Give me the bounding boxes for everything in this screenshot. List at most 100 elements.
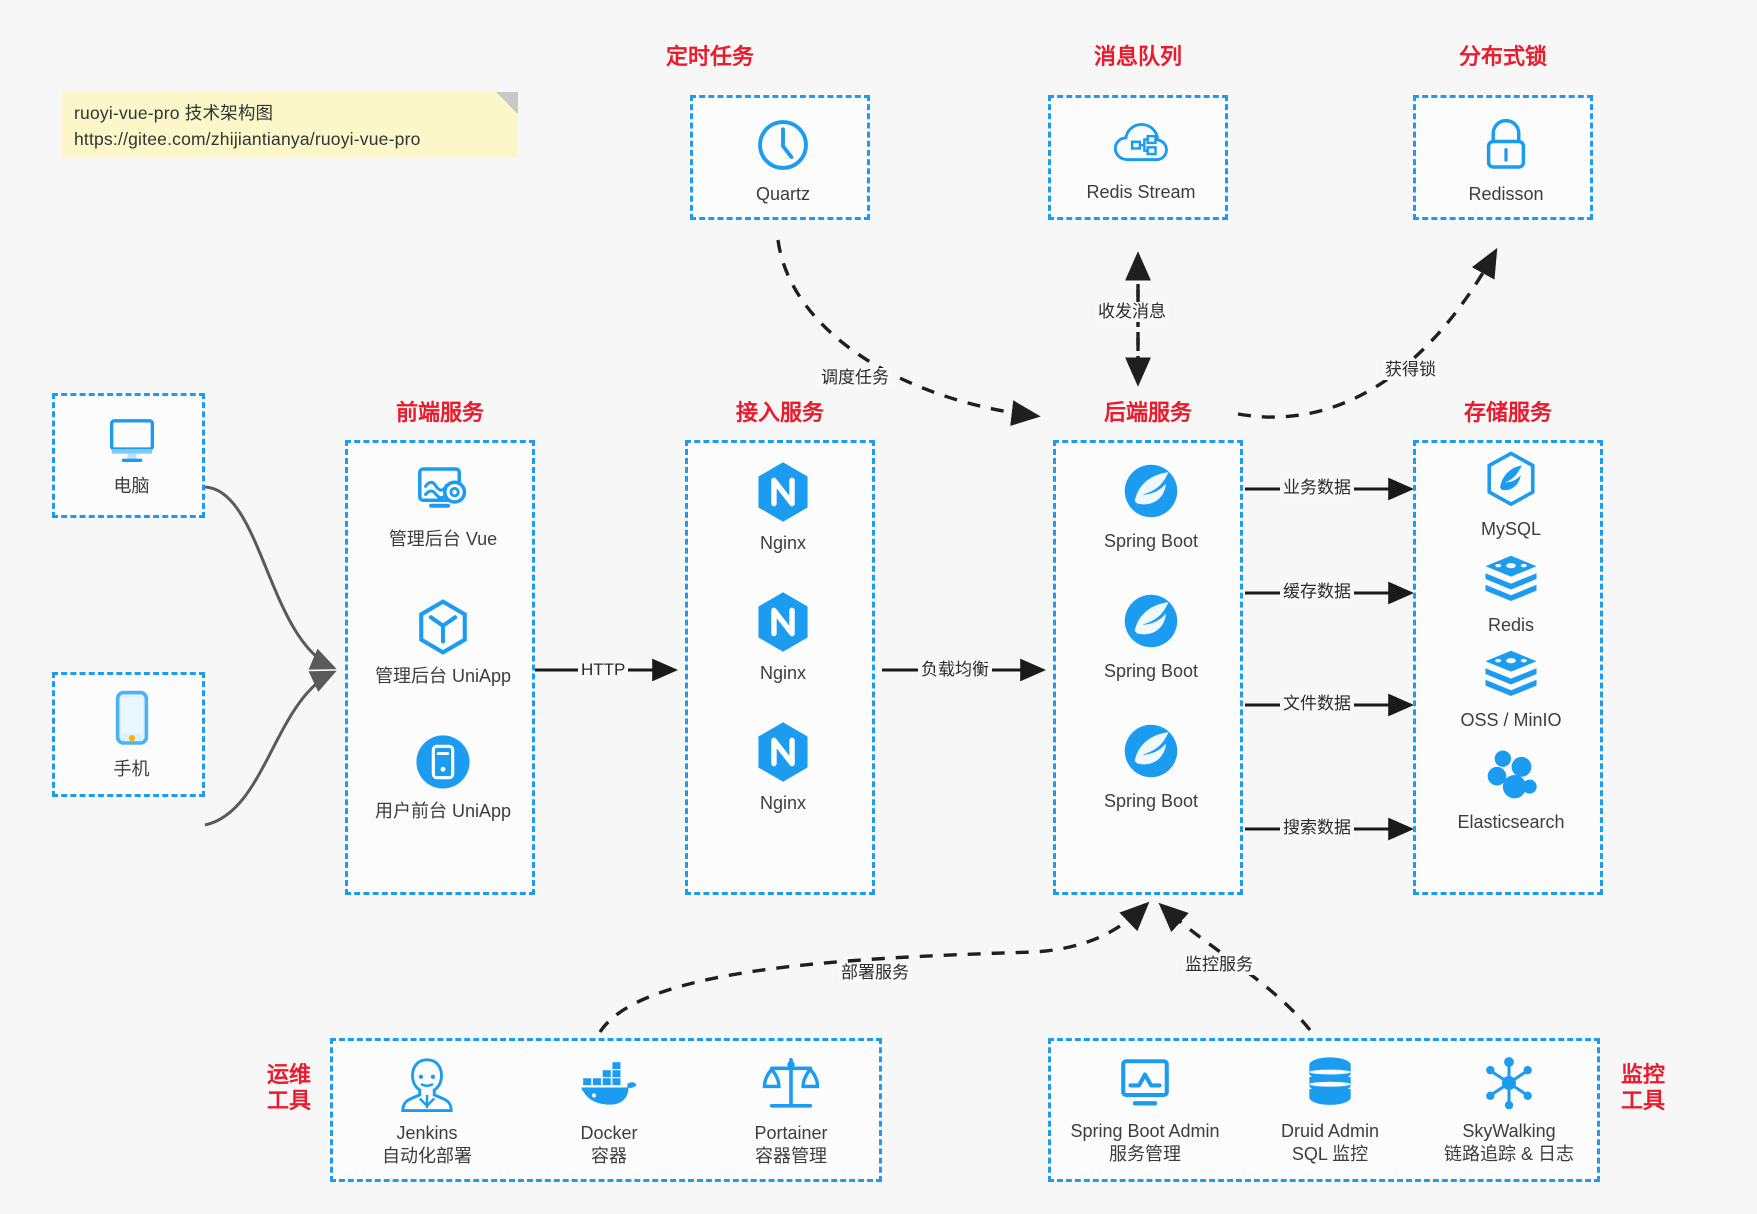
edge-label-http: HTTP [578,660,629,680]
group-title-backend: 后端服务 [1103,400,1192,425]
node-sublabel: 容器管理 [755,1146,827,1166]
node-redis[interactable]: Redis [1416,553,1606,637]
group-title-devops-line2: 工具 [266,1088,311,1113]
group-box-message-queue: Redis Stream [1048,95,1228,220]
edge-label-business-data: 业务数据 [1280,478,1354,498]
group-title-monitoring-line1: 监控 [1620,1062,1665,1087]
node-spring-boot-2[interactable]: Spring Boot [1056,591,1246,683]
lock-icon [1416,116,1596,179]
clock-icon [693,116,873,179]
node-label: Spring Boot Admin [1070,1121,1220,1141]
group-box-backend: Spring Boot Spring Boot Spring Boot [1053,440,1243,895]
dashboard-gear-icon [330,463,556,524]
node-user-uniapp[interactable]: 用户前台 UniApp [330,733,556,823]
node-label: Elasticsearch [1457,812,1565,832]
group-box-gateway: Nginx Nginx Nginx [685,440,875,895]
node-sublabel: 自动化部署 [382,1146,472,1166]
node-label: 手机 [113,759,150,779]
nginx-icon [688,591,878,658]
node-label: 管理后台 Vue [388,529,498,549]
node-label: Docker [580,1123,638,1143]
node-nginx-1[interactable]: Nginx [688,461,878,555]
node-sublabel: 链路追踪 & 日志 [1443,1144,1574,1164]
node-oss-minio[interactable]: OSS / MinIO [1416,648,1606,732]
group-box-devops: Jenkins 自动化部署 [330,1038,882,1182]
node-label: Nginx [759,663,807,683]
node-mysql[interactable]: MySQL [1416,451,1606,541]
node-desktop[interactable]: 电脑 [55,414,208,498]
scales-balance-icon [711,1055,871,1118]
group-box-client-desktop: 电脑 [52,393,205,518]
nginx-icon [688,721,878,788]
group-title-frontend: 前端服务 [395,400,484,425]
node-label: Nginx [759,533,807,553]
group-box-client-mobile: 手机 [52,672,205,797]
desktop-monitor-icon [55,414,208,471]
mobile-circle-icon [330,733,556,796]
node-label: 电脑 [113,476,150,496]
group-box-scheduled-task: Quartz [690,95,870,220]
edge-label-deploy-service: 部署服务 [838,963,912,983]
node-label: MySQL [1480,519,1541,539]
node-redisson[interactable]: Redisson [1416,116,1596,206]
database-cylinder-icon [1241,1055,1419,1116]
edge-label-acquire-lock: 获得锁 [1382,360,1439,380]
node-label: Nginx [759,793,807,813]
node-label: Quartz [755,184,811,204]
node-quartz[interactable]: Quartz [693,116,873,206]
docker-whale-icon [529,1055,689,1118]
edge-label-search-data: 搜索数据 [1280,818,1354,838]
jenkins-butler-icon [347,1055,507,1118]
node-redis-stream[interactable]: Redis Stream [1051,116,1231,204]
mobile-phone-icon [55,689,208,754]
node-spring-boot-1[interactable]: Spring Boot [1056,461,1246,553]
node-portainer[interactable]: Portainer 容器管理 [711,1055,871,1168]
group-box-frontend: 管理后台 Vue 管理后台 UniApp 用户前台 UniApp [345,440,535,895]
node-label: Druid Admin [1280,1121,1380,1141]
group-title-gateway: 接入服务 [735,400,824,425]
node-nginx-3[interactable]: Nginx [688,721,878,815]
node-jenkins[interactable]: Jenkins 自动化部署 [347,1055,507,1168]
node-spring-boot-admin[interactable]: Spring Boot Admin 服务管理 [1045,1055,1245,1166]
node-label: 管理后台 UniApp [374,666,512,686]
node-admin-uniapp[interactable]: 管理后台 UniApp [330,598,556,688]
node-label: 用户前台 UniApp [374,801,512,821]
mysql-dolphin-icon [1416,451,1606,514]
edge-label-file-data: 文件数据 [1280,694,1354,714]
group-title-scheduled-task: 定时任务 [665,44,754,69]
title-note: ruoyi-vue-pro 技术架构图 https://gitee.com/zh… [62,92,518,158]
node-skywalking[interactable]: SkyWalking 链路追踪 & 日志 [1409,1055,1609,1166]
node-label: Redisson [1468,184,1544,204]
note-url-line: https://gitee.com/zhijiantianya/ruoyi-vu… [74,129,421,149]
group-title-devops-line1: 运维 [266,1062,311,1087]
spring-leaf-icon [1056,461,1246,526]
group-box-monitoring: Spring Boot Admin 服务管理 [1048,1038,1600,1182]
group-box-storage: MySQL Redis [1413,440,1603,895]
group-title-monitoring-line2: 工具 [1620,1088,1665,1113]
node-admin-vue[interactable]: 管理后台 Vue [330,463,556,551]
spring-leaf-icon [1056,591,1246,656]
node-spring-boot-3[interactable]: Spring Boot [1056,721,1246,813]
node-druid-admin[interactable]: Druid Admin SQL 监控 [1241,1055,1419,1166]
edge-label-schedule-task: 调度任务 [818,368,892,388]
edge-label-load-balance: 负载均衡 [918,660,992,680]
node-label: Portainer [754,1123,828,1143]
spring-leaf-icon [1056,721,1246,786]
edge-label-cache-data: 缓存数据 [1280,582,1354,602]
group-box-distributed-lock: Redisson [1413,95,1593,220]
elasticsearch-icon [1416,748,1606,807]
edge-label-monitor-service: 监控服务 [1182,955,1256,975]
node-sublabel: 服务管理 [1109,1144,1181,1164]
node-mobile[interactable]: 手机 [55,689,208,781]
node-docker[interactable]: Docker 容器 [529,1055,689,1168]
note-fold-corner [496,92,518,114]
group-title-distributed-lock: 分布式锁 [1458,44,1547,69]
node-nginx-2[interactable]: Nginx [688,591,878,685]
node-label: Spring Boot [1103,531,1199,551]
cloud-stream-icon [1051,116,1231,177]
node-label: Spring Boot [1103,791,1199,811]
node-label: SkyWalking [1462,1121,1556,1141]
node-elasticsearch[interactable]: Elasticsearch [1416,748,1606,834]
node-label: Redis Stream [1086,182,1196,202]
